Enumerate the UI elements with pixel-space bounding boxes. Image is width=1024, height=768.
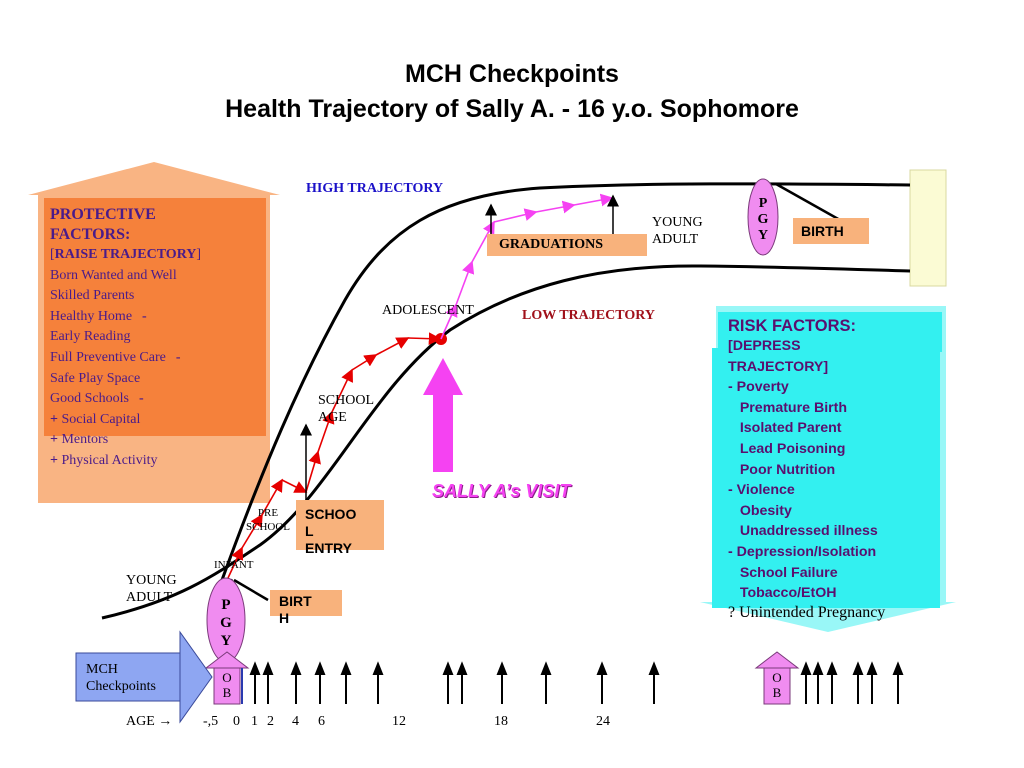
- risk-item: - Violence: [728, 482, 795, 499]
- protective-plus-item: + Social Capital: [50, 411, 141, 427]
- risk-item: [DEPRESS: [728, 338, 801, 354]
- checkpoint-arrows: [249, 661, 904, 704]
- protective-heading-2: FACTORS:: [50, 226, 131, 243]
- checkpoint-arrowhead: [496, 661, 508, 675]
- risk-item: TRAJECTORY]: [728, 358, 829, 375]
- age-tick-label: 0: [233, 714, 240, 729]
- stage-infant: INFANT: [214, 559, 254, 571]
- checkpoint-arrowhead: [372, 661, 384, 675]
- protective-factors-arrow: [28, 162, 280, 503]
- protective-item: Safe Play Space: [50, 370, 141, 386]
- risk-item: Obesity: [728, 502, 792, 519]
- risk-item: Lead Poisoning: [728, 440, 846, 457]
- age-tick-label: 2: [267, 714, 274, 729]
- age-tick-label: 1: [251, 714, 258, 729]
- low-trajectory-label: LOW TRAJECTORY: [522, 308, 655, 323]
- checkpoint-arrowhead: [892, 661, 904, 675]
- age-tick-label: 24: [596, 714, 610, 729]
- protective-item: Healthy Home-: [50, 308, 147, 324]
- risk-item: Tobacco/EtOH: [728, 585, 837, 602]
- risk-item: Premature Birth: [728, 399, 848, 416]
- sally-visit-label: SALLY A’s VISIT: [432, 481, 571, 501]
- ob-arrow-left: [204, 651, 250, 705]
- age-tick-label: 18: [494, 714, 508, 729]
- birth-box-top: BIRTH: [793, 218, 869, 244]
- age-tick-label: 4: [292, 714, 299, 729]
- sally-visit-arrow: [423, 358, 463, 472]
- protective-item: Born Wanted and Well: [50, 267, 177, 283]
- high-trajectory-label: HIGH TRAJECTORY: [306, 181, 444, 196]
- protective-plus-item: + Physical Activity: [50, 452, 158, 468]
- risk-factors-text: RISK FACTORS: [DEPRESS TRAJECTORY] - Pover…: [728, 316, 942, 622]
- cream-block: [909, 169, 947, 287]
- checkpoint-arrowhead: [800, 661, 812, 675]
- risk-item: School Failure: [728, 564, 838, 581]
- checkpoint-arrowhead: [852, 661, 864, 675]
- checkpoint-arrowhead: [314, 661, 326, 675]
- checkpoint-arrowhead: [812, 661, 824, 675]
- checkpoint-arrowhead: [249, 661, 261, 675]
- page-subtitle: Health Trajectory of Sally A. - 16 y.o. …: [225, 95, 799, 123]
- age-tick-label: 6: [318, 714, 325, 729]
- age-tick-label: -,5: [203, 714, 219, 729]
- checkpoint-arrowhead: [826, 661, 838, 675]
- protective-item: Good Schools-: [50, 391, 144, 407]
- ob-arrow-right: [754, 651, 800, 705]
- protective-plus-item: + Mentors: [50, 432, 109, 448]
- checkpoint-arrowhead: [540, 661, 552, 675]
- checkpoint-arrowhead: [596, 661, 608, 675]
- checkpoint-arrowhead: [456, 661, 468, 675]
- checkpoint-arrowhead: [262, 661, 274, 675]
- protective-item: Full Preventive Care-: [50, 349, 181, 365]
- risk-last-line: ? Unintended Pregnancy: [728, 603, 886, 621]
- risk-item: Unaddressed illness: [728, 523, 878, 540]
- protective-factors-text: PROTECTIVE FACTORS: [RAISE TRAJECTORY] B…: [50, 205, 264, 472]
- raise-trajectory: [RAISE TRAJECTORY]: [50, 247, 202, 262]
- risk-item: Isolated Parent: [728, 420, 842, 437]
- graduations-box: GRADUATIONS: [487, 234, 647, 256]
- sally-path-red: [227, 332, 442, 579]
- checkpoint-arrowhead: [648, 661, 660, 675]
- checkpoint-arrowhead: [866, 661, 878, 675]
- protective-item: Skilled Parents: [50, 288, 135, 304]
- sally-path-pink: [440, 193, 614, 340]
- mch-checkpoints-arrow: [75, 630, 213, 724]
- checkpoint-arrowhead: [340, 661, 352, 675]
- low-trajectory-curve: [101, 264, 911, 620]
- risk-heading: RISK FACTORS:: [728, 317, 857, 335]
- pgy-ellipse-top: [747, 178, 779, 256]
- page-title: MCH Checkpoints: [405, 60, 619, 88]
- checkpoint-arrowhead: [442, 661, 454, 675]
- high-trajectory-curve: [220, 182, 911, 581]
- stage-adolescent: ADOLESCENT: [382, 303, 474, 318]
- protective-item: Early Reading: [50, 329, 131, 345]
- age-tick-label: 12: [392, 714, 406, 729]
- protective-heading-1: PROTECTIVE: [50, 206, 156, 223]
- risk-factors-arrow: [700, 306, 956, 632]
- age-axis-label: AGE →: [126, 714, 173, 729]
- risk-item: - Depression/Isolation: [728, 543, 877, 560]
- risk-item: - Poverty: [728, 379, 789, 396]
- checkpoint-arrowhead: [290, 661, 302, 675]
- risk-item: Poor Nutrition: [728, 461, 836, 478]
